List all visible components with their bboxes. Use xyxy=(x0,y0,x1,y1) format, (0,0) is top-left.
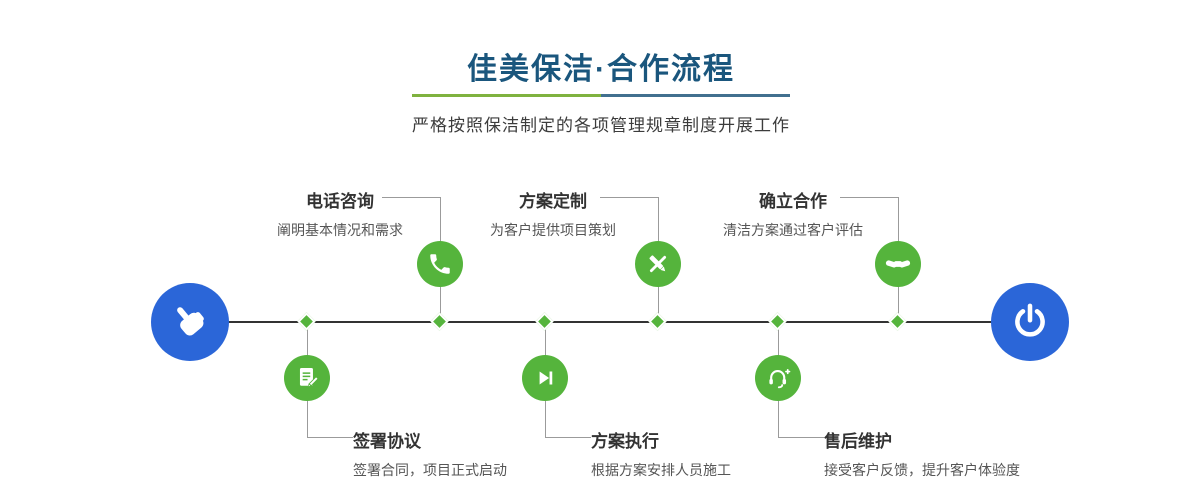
power-icon xyxy=(1015,303,1045,337)
connector-line xyxy=(898,197,899,242)
step-cooperation: 确立合作 清洁方案通过客户评估 xyxy=(683,187,903,240)
design-icon xyxy=(649,255,667,273)
step-node-contract xyxy=(284,355,330,401)
step-execute: 方案执行 根据方案安排人员施工 xyxy=(591,427,871,480)
step-title: 确立合作 xyxy=(759,192,827,211)
step-title: 电话咨询 xyxy=(306,192,374,211)
step-title: 签署协议 xyxy=(353,432,421,451)
step-node-execute xyxy=(522,355,568,401)
connector-line xyxy=(307,400,308,438)
connector-line xyxy=(778,437,824,438)
connector-line xyxy=(307,322,308,356)
connector-line xyxy=(898,286,899,322)
step-node-aftersale xyxy=(755,355,801,401)
connector-line xyxy=(382,197,440,198)
step-title: 方案执行 xyxy=(591,432,659,451)
timeline-line xyxy=(190,321,1030,323)
divider-blue-segment xyxy=(601,94,790,97)
timeline-start-node xyxy=(151,283,229,361)
step-desc: 阐明基本情况和需求 xyxy=(277,222,403,238)
step-node-handshake xyxy=(875,241,921,287)
step-desc: 根据方案安排人员施工 xyxy=(591,462,731,478)
connector-line xyxy=(658,197,659,242)
step-desc: 清洁方案通过客户评估 xyxy=(723,222,863,238)
step-title: 售后维护 xyxy=(824,432,892,451)
connector-line xyxy=(840,197,898,198)
play-icon xyxy=(539,371,553,385)
step-aftersale: 售后维护 接受客户反馈，提升客户体验度 xyxy=(824,427,1104,480)
connector-line xyxy=(440,286,441,322)
step-title: 方案定制 xyxy=(519,192,587,211)
milestone-diamond xyxy=(297,312,316,331)
milestone-diamond xyxy=(535,312,554,331)
headset-icon xyxy=(768,368,790,388)
milestone-diamond xyxy=(430,312,449,331)
connector-line xyxy=(307,437,353,438)
connector-line xyxy=(545,437,591,438)
step-node-design xyxy=(635,241,681,287)
step-phone: 电话咨询 阐明基本情况和需求 xyxy=(230,187,450,240)
step-desc: 签署合同，项目正式启动 xyxy=(353,462,507,478)
step-design: 方案定制 为客户提供项目策划 xyxy=(443,187,663,240)
timeline-end-node xyxy=(991,283,1069,361)
phone-icon xyxy=(430,254,450,274)
pointer-hand-icon xyxy=(177,307,204,336)
step-node-phone xyxy=(417,241,463,287)
milestone-diamond xyxy=(888,312,907,331)
connector-line xyxy=(545,322,546,356)
connector-line xyxy=(778,400,779,438)
title-divider xyxy=(412,94,790,97)
step-desc: 接受客户反馈，提升客户体验度 xyxy=(824,462,1020,478)
contract-icon xyxy=(299,368,319,388)
connector-line xyxy=(778,322,779,356)
connector-line xyxy=(545,400,546,438)
page-subtitle: 严格按照保洁制定的各项管理规章制度开展工作 xyxy=(412,116,790,135)
milestone-diamond xyxy=(768,312,787,331)
step-desc: 为客户提供项目策划 xyxy=(490,222,616,238)
step-sign: 签署协议 签署合同，项目正式启动 xyxy=(353,427,633,480)
handshake-icon xyxy=(885,260,911,268)
milestone-diamond xyxy=(648,312,667,331)
page-title: 佳美保洁·合作流程 xyxy=(467,53,735,86)
divider-green-segment xyxy=(412,94,601,97)
connector-line xyxy=(440,197,441,242)
connector-line xyxy=(600,197,658,198)
connector-line xyxy=(658,286,659,322)
